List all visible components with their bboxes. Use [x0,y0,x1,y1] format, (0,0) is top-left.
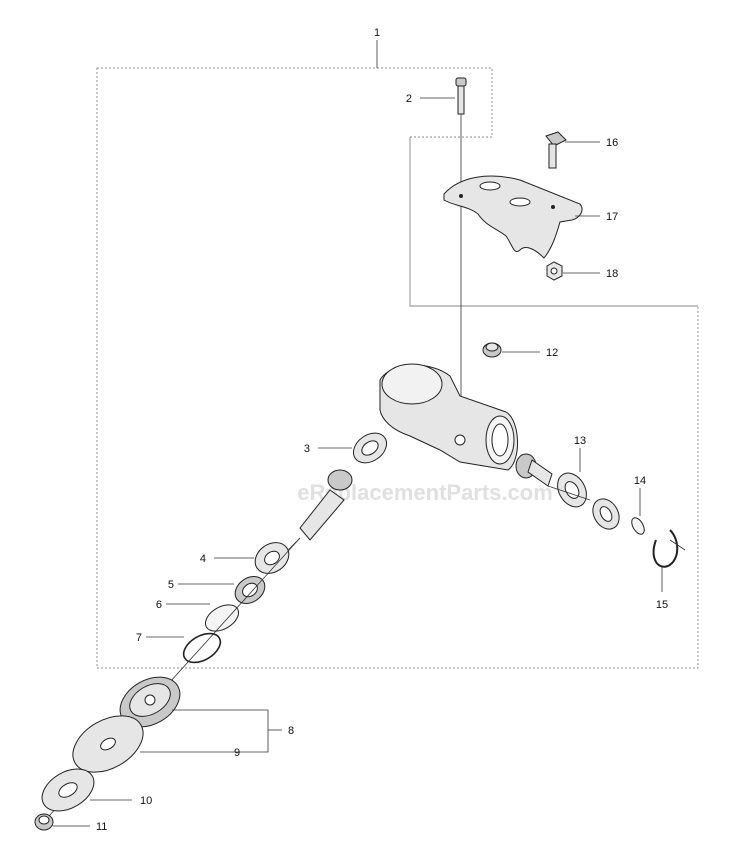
leader-8-bracket [228,709,269,753]
group-outline-main [96,67,699,669]
part-gear-housing [379,363,519,471]
callout-16: 16 [606,137,618,149]
callout-13: 13 [574,435,586,447]
part-bearing-13 [557,472,587,508]
part-washer-14 [631,517,645,535]
part-pinion-gear [515,453,553,487]
part-washer-10 [41,768,95,812]
part-circlip-7 [182,632,222,664]
callout-8: 8 [288,725,294,737]
callout-17: 17 [606,211,618,223]
part-clamp-17 [443,175,583,259]
callout-15: 15 [656,599,668,611]
part-plug-12 [482,342,502,358]
part-drive-disc-8 [119,676,181,728]
callout-14: 14 [634,475,646,487]
callout-7: 7 [136,632,142,644]
callout-1: 1 [374,27,380,39]
callout-9: 9 [234,747,240,759]
callout-5: 5 [168,579,174,591]
callout-4: 4 [200,553,206,565]
callout-3: 3 [304,443,310,455]
callout-2: 2 [406,93,412,105]
callout-12: 12 [546,347,558,359]
part-cup-9 [72,715,144,773]
part-nut-11 [34,813,54,831]
part-bearing-4 [254,542,290,574]
part-circlip-15 [652,529,686,568]
part-seal-5 [234,576,266,604]
part-bearing-outer [592,498,620,530]
part-bolt-2 [455,77,467,440]
callout-18: 18 [606,268,618,280]
axis-right [547,485,591,501]
part-knob-16 [545,131,567,169]
callout-11: 11 [96,821,107,833]
callout-10: 10 [140,795,152,807]
part-bearing-3 [352,432,388,464]
part-ring-6 [204,604,240,632]
group-outline-clamp [409,137,698,307]
part-nut-18 [546,261,563,281]
callout-6: 6 [156,599,162,611]
